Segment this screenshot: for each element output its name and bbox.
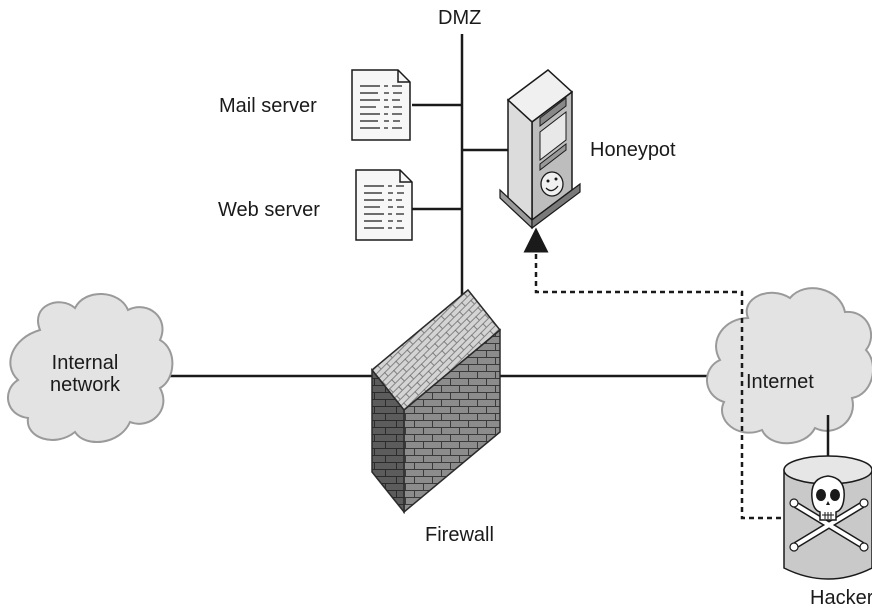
hacker-skull-icon (783, 455, 872, 580)
firewall-label: Firewall (425, 524, 494, 546)
honeypot-server-icon (499, 69, 581, 230)
web-server-label: Web server (218, 199, 320, 221)
mail-server-label: Mail server (219, 95, 317, 117)
internal-network-label: Internal network (49, 352, 121, 396)
hacker-label: Hacker (810, 587, 872, 609)
mail-server-document-icon (351, 69, 411, 141)
honeypot-label: Honeypot (590, 139, 676, 161)
firewall-icon (370, 288, 502, 515)
attack-redirect-path (523, 227, 790, 520)
internal-network-cloud-icon (7, 293, 174, 443)
web-server-document-icon (355, 169, 413, 241)
dmz-label: DMZ (438, 7, 482, 29)
internet-label: Internet (746, 371, 814, 393)
internet-cloud-icon (706, 287, 872, 445)
